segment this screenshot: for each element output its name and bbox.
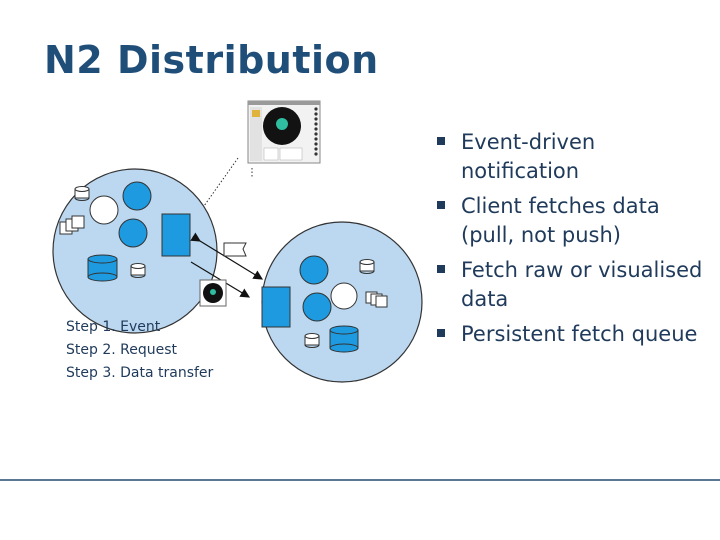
step-2: Step 2. Request (66, 342, 178, 358)
square-bullet-icon (437, 265, 445, 273)
square-bullet-icon (437, 137, 445, 145)
disk-icon (304, 333, 320, 348)
request-arrow (190, 232, 264, 280)
bullet-item: Client fetches data (pull, not push) (436, 192, 716, 249)
square-bullet-icon (437, 201, 445, 209)
step-list: Step 1. Event Step 2. Request Step 3. Da… (66, 316, 213, 385)
event-display-thumbnail (199, 279, 227, 307)
notification-flag-icon (223, 242, 247, 257)
database-icon (87, 254, 118, 282)
disk-icon (74, 186, 90, 201)
bullet-item: Fetch raw or visualised data (436, 256, 716, 313)
server-box (161, 213, 191, 257)
footer-divider (0, 479, 720, 481)
disk-icon (130, 263, 146, 278)
disk-icon (359, 259, 375, 274)
blue-node (299, 255, 329, 285)
blue-node (302, 292, 332, 322)
white-node (330, 282, 358, 310)
left-site (52, 168, 218, 334)
event-display-screenshot (247, 100, 321, 164)
feature-bullets: Event-driven notification Client fetches… (436, 128, 716, 356)
blue-node (118, 218, 148, 248)
blue-node (122, 181, 152, 211)
database-icon (329, 325, 359, 353)
square-bullet-icon (437, 329, 445, 337)
slide-title: N2 Distribution (44, 38, 379, 82)
document-stack-icon (59, 215, 85, 235)
server-box (261, 286, 291, 328)
step-1: Step 1. Event (66, 319, 161, 335)
bullet-item: Event-driven notification (436, 128, 716, 185)
link-screenshot-left (203, 157, 239, 207)
document-stack-icon (365, 291, 388, 308)
white-node (89, 195, 119, 225)
right-site (261, 221, 423, 383)
bullet-item: Persistent fetch queue (436, 320, 716, 349)
step-3: Step 3. Data transfer (66, 365, 214, 381)
